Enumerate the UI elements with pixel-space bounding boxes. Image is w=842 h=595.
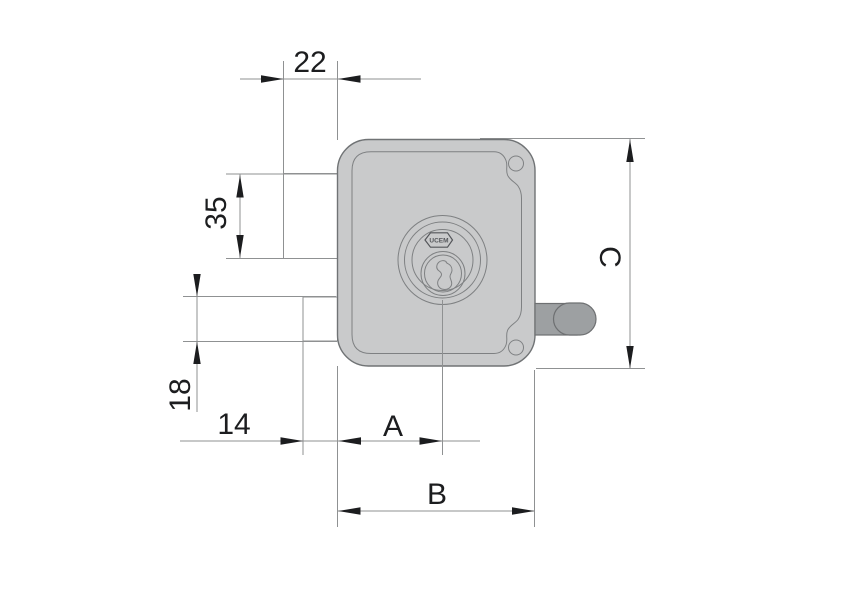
dimension-label-35: 35 (200, 196, 233, 229)
arrow-22-right (338, 75, 361, 83)
brand-logo-hexagon (424, 232, 454, 248)
dimension-label-14: 14 (217, 408, 250, 441)
dimension-arrows (193, 75, 634, 515)
latch-head (552, 302, 597, 336)
arrow-35-bottom (236, 235, 244, 258)
lock-body: UCEM (336, 138, 536, 455)
cylinder: UCEM (397, 215, 488, 455)
screw-hole-bottom-icon (508, 339, 524, 356)
arrow-18-top (193, 274, 201, 297)
arrow-14-left (280, 437, 303, 445)
arrow-14-A-shared (338, 437, 361, 445)
arrow-C-top (626, 139, 634, 162)
dimension-label-A: A (383, 410, 403, 443)
cylinder-ring-inner (411, 229, 474, 291)
arrow-C-bottom (626, 346, 634, 369)
arrow-B-left (338, 507, 361, 515)
keyhole-icon (436, 260, 453, 290)
dimension-label-C: C (593, 246, 626, 268)
cylinder-ring-middle (404, 221, 481, 299)
cylinder-plug-inner (424, 254, 462, 293)
dimension-label-18: 18 (164, 378, 197, 411)
dimension-label-B: B (427, 478, 447, 511)
arrow-A-right (419, 437, 442, 445)
dimension-labels: 22 35 18 14 A B C (164, 46, 626, 511)
lower-mounting-plate (302, 296, 338, 342)
dimension-label-22: 22 (293, 46, 326, 79)
lock-body-inner-edge (351, 151, 522, 354)
screw-hole-top-icon (508, 155, 524, 172)
brand-logo-text: UCEM (429, 238, 448, 245)
cylinder-plug-outer (420, 251, 466, 296)
latch-bolt (534, 302, 597, 336)
arrow-22-left (261, 75, 284, 83)
arrow-18-bottom (193, 341, 201, 364)
arrow-35-top (236, 175, 244, 198)
arrow-B-right (512, 507, 535, 515)
brand-logo: UCEM (424, 232, 454, 248)
upper-mounting-plate (283, 173, 338, 259)
